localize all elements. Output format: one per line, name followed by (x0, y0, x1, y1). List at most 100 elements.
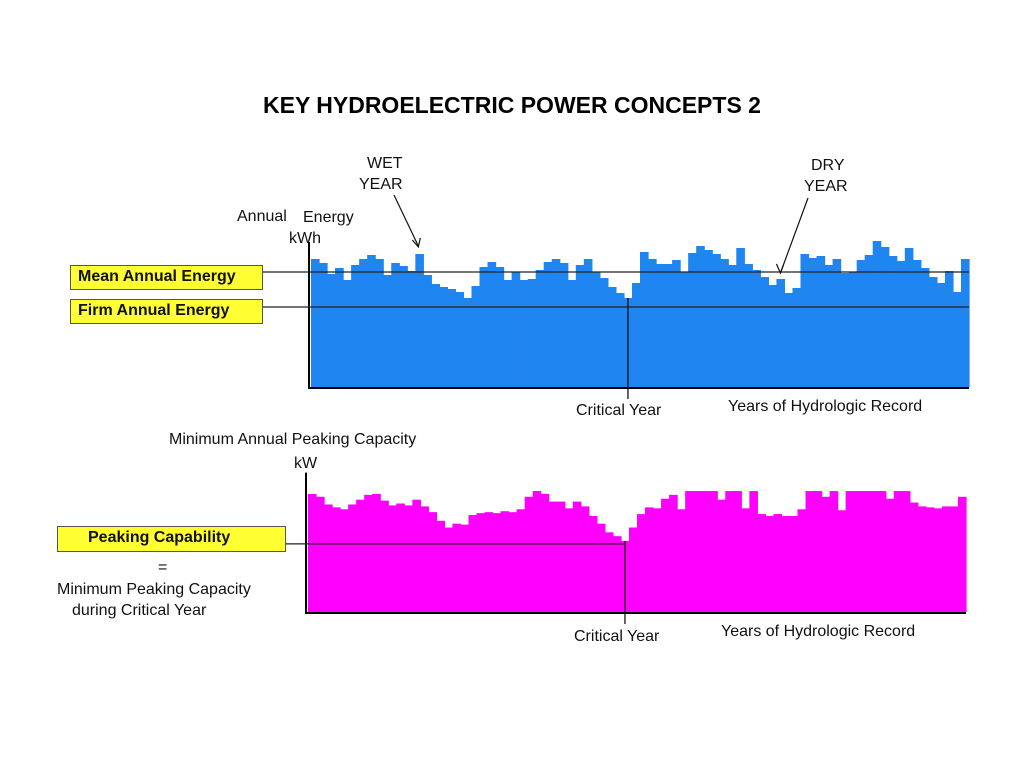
peaking-bar (388, 505, 397, 612)
top-ylabel-energy: Energy (303, 209, 354, 226)
peaking-bar (436, 520, 446, 612)
wet-year-arrowhead (411, 237, 421, 249)
energy-bar (840, 273, 850, 387)
peaking-bar (917, 506, 927, 612)
peaking-bar (669, 494, 678, 612)
energy-bar (936, 283, 946, 387)
energy-bar (431, 284, 440, 387)
energy-bar (407, 271, 416, 387)
energy-bar (399, 266, 408, 387)
peaking-bar (484, 512, 494, 612)
peaking-bar (556, 501, 566, 612)
wet-year-label-2: YEAR (359, 176, 403, 193)
energy-bar (888, 256, 898, 387)
energy-bar (720, 259, 729, 387)
top-ylabel-annual: Annual (237, 208, 287, 225)
peaking-bar (893, 491, 903, 612)
peaking-bar (356, 499, 365, 612)
peaking-bar (821, 496, 831, 612)
peaking-bar (709, 491, 718, 612)
energy-bar (800, 254, 810, 387)
peaking-bar (693, 491, 702, 612)
peaking-bar (596, 523, 606, 612)
peaking-bar (653, 508, 662, 612)
energy-bar (784, 293, 794, 387)
peaking-bar (765, 516, 775, 612)
energy-bar (327, 274, 336, 387)
energy-bar (543, 262, 553, 387)
energy-bar (944, 271, 954, 387)
peaking-bar (540, 493, 550, 612)
peaking-bar (885, 498, 895, 612)
energy-bar (664, 264, 673, 387)
peaking-bar (685, 491, 694, 612)
peaking-bar (949, 506, 959, 612)
energy-bar (648, 259, 657, 387)
bottom-ylabel-line1: Minimum Annual Peaking Capacity (169, 431, 417, 448)
energy-bar (391, 263, 400, 387)
dry-year-label-2: YEAR (804, 178, 848, 195)
energy-bar (319, 263, 328, 387)
peaking-bar (380, 500, 389, 612)
bottom-years-record-label: Years of Hydrologic Record (721, 623, 916, 640)
peaking-bar (396, 503, 405, 612)
peaking-bar (588, 516, 598, 612)
peaking-bar (492, 513, 502, 612)
dry-year-label-1: DRY (811, 157, 845, 174)
energy-bar (383, 275, 392, 387)
peaking-bar (869, 491, 879, 612)
energy-bar (912, 260, 922, 387)
energy-bar (960, 259, 970, 387)
energy-bar (704, 250, 713, 387)
peaking-bar (933, 508, 943, 612)
min-peaking-line2: during Critical Year (72, 602, 207, 619)
peaking-bar (444, 527, 454, 612)
energy-bar (952, 292, 962, 387)
energy-bar (615, 293, 625, 387)
peaking-bar (412, 499, 421, 612)
peaking-bar (797, 509, 807, 612)
energy-bar (447, 289, 457, 387)
peaking-bar (404, 505, 413, 612)
energy-bar (672, 260, 681, 387)
top-years-record-label: Years of Hydrologic Record (728, 398, 923, 415)
energy-bar (591, 272, 601, 387)
peaking-capability-label: Peaking Capability (57, 526, 286, 552)
peaking-bar (829, 491, 839, 612)
energy-bar (760, 277, 769, 387)
peaking-bar (460, 524, 470, 612)
peaking-bar (476, 513, 486, 612)
dry-year-arrowhead (775, 263, 784, 275)
peaking-bar (877, 491, 887, 612)
energy-bar (567, 280, 577, 387)
peaking-bar (909, 502, 919, 612)
peaking-bar (372, 493, 381, 612)
peaking-bar (564, 508, 574, 612)
peaking-bar (701, 491, 710, 612)
energy-bar (527, 279, 537, 387)
energy-bar (607, 287, 617, 387)
min-peaking-line1: Minimum Peaking Capacity (57, 581, 251, 598)
peaking-bar (500, 511, 510, 612)
energy-bar (463, 298, 473, 387)
peaking-bar (925, 507, 935, 612)
energy-bar (415, 254, 424, 387)
bottom-ylabel-kw: kW (294, 455, 318, 472)
peaking-bar (725, 491, 734, 612)
peaking-bar (524, 496, 534, 612)
energy-bar (495, 267, 505, 387)
peaking-bar (941, 506, 951, 612)
energy-bar (656, 264, 665, 387)
energy-bar (439, 287, 449, 387)
energy-bar (712, 254, 721, 387)
energy-bar (535, 270, 545, 387)
peaking-bar (741, 508, 750, 612)
energy-bar (367, 255, 376, 387)
top-critical-year-label: Critical Year (576, 402, 662, 419)
peaking-bar (853, 491, 863, 612)
energy-bar (904, 248, 914, 387)
wet-year-label-1: WET (367, 155, 403, 172)
energy-bar (752, 270, 761, 387)
energy-bar (856, 260, 866, 387)
energy-bar (864, 255, 874, 387)
